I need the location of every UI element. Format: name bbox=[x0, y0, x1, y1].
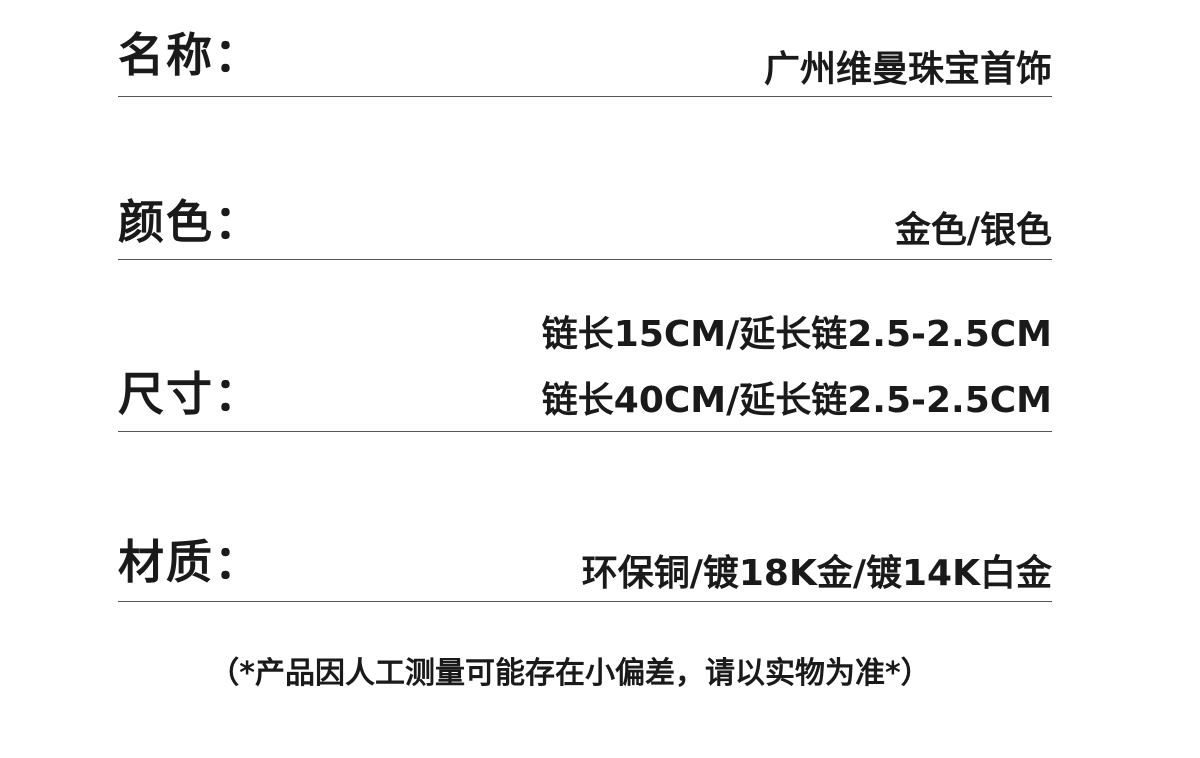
spec-row-name: 名称： 广州维曼珠宝首饰 bbox=[118, 0, 1052, 97]
material-label: 材质： bbox=[118, 535, 262, 589]
spec-row-material: 材质： 环保铜/镀18K金/镀14K白金 bbox=[118, 431, 1052, 602]
color-value: 金色/银色 bbox=[894, 210, 1052, 251]
color-label: 颜色： bbox=[118, 195, 262, 249]
spec-row-color: 颜色： 金色/银色 bbox=[118, 96, 1052, 260]
material-value: 环保铜/镀18K金/镀14K白金 bbox=[581, 553, 1052, 594]
spec-row-size: 尺寸： 链长15CM/延长链2.5-2.5CM 链长40CM/延长链2.5-2.… bbox=[118, 259, 1052, 432]
name-value: 广州维曼珠宝首饰 bbox=[763, 49, 1052, 90]
name-label: 名称： bbox=[118, 28, 262, 82]
size-label: 尺寸： bbox=[118, 367, 262, 421]
disclaimer-note: （*产品因人工测量可能存在小偏差，请以实物为准*） bbox=[209, 656, 931, 691]
size-value-1: 链长15CM/延长链2.5-2.5CM bbox=[541, 314, 1052, 355]
size-value-2: 链长40CM/延长链2.5-2.5CM bbox=[541, 380, 1052, 421]
